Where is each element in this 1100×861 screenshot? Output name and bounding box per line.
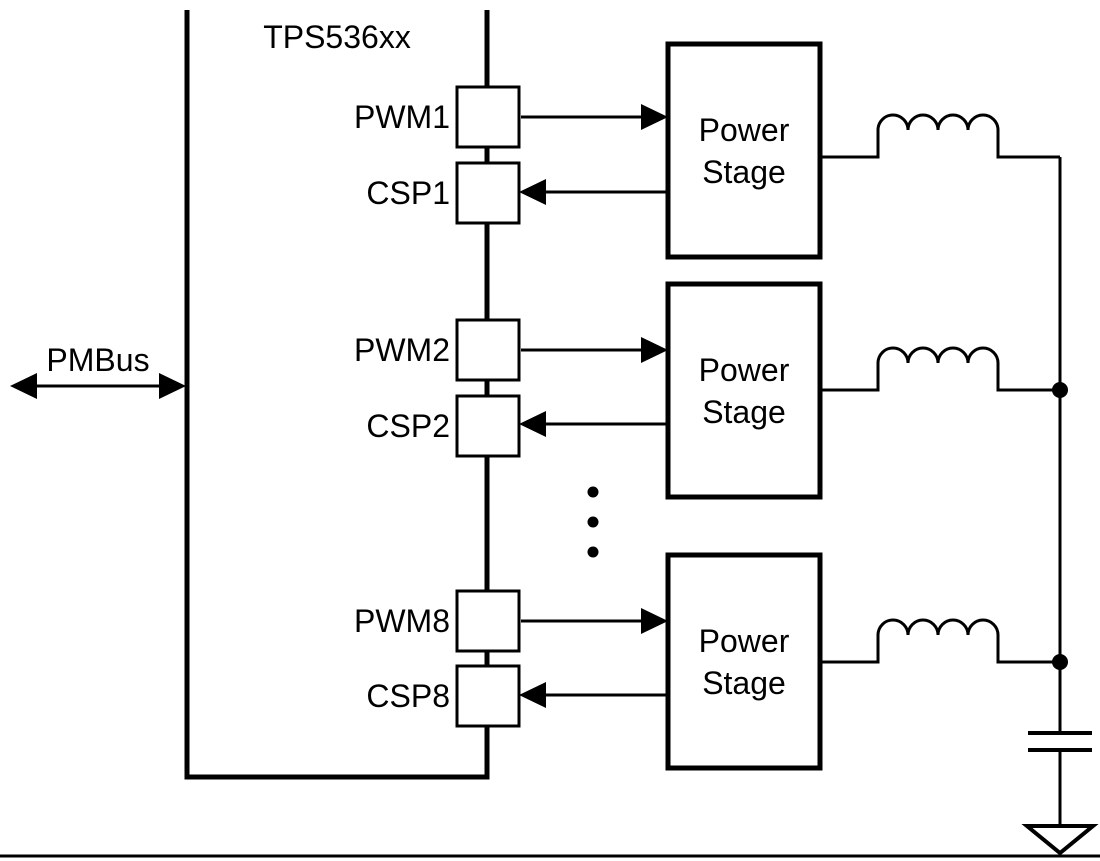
- power-stage-1-label-line1: Power: [699, 112, 790, 148]
- power-stage-3-label-line1: Power: [699, 623, 790, 659]
- ellipsis-dots-icon: [587, 486, 599, 558]
- channel-row-3: PWM8 CSP8 Power Stage: [354, 552, 1060, 771]
- power-stage-box-2: [665, 281, 823, 500]
- power-stage-3-label-line2: Stage: [702, 665, 786, 701]
- csp2-arrow-icon: [519, 411, 666, 437]
- pwm1-pin-box: [455, 85, 521, 149]
- power-stage-box-3: [665, 552, 823, 771]
- channel-row-1: PWM1 CSP1 Power Stage: [354, 41, 1060, 260]
- pwm2-arrow-icon: [521, 337, 668, 363]
- power-stage-2-label-line2: Stage: [702, 394, 786, 430]
- pwm1-arrow-icon: [521, 104, 668, 130]
- csp2-pin-box: [455, 394, 521, 458]
- csp1-pin-box: [455, 161, 521, 225]
- pmbus-label: PMBus: [46, 342, 149, 378]
- pwm2-pin-box: [455, 318, 521, 382]
- pwm1-label: PWM1: [354, 99, 450, 135]
- channel-row-2: PWM2 CSP2 Power Stage: [354, 281, 1060, 500]
- csp1-label: CSP1: [366, 175, 450, 211]
- csp8-pin-box: [455, 664, 521, 728]
- capacitor-icon: [1028, 731, 1092, 826]
- junction-dot-1: [1052, 382, 1068, 398]
- power-stage-1-label-line2: Stage: [702, 154, 786, 190]
- inductor-1-icon: [820, 113, 1060, 159]
- pwm8-label: PWM8: [354, 603, 450, 639]
- csp1-arrow-icon: [519, 179, 666, 205]
- inductor-3-icon: [820, 618, 1060, 664]
- power-stage-box-1: [665, 41, 823, 260]
- junction-dot-2: [1052, 654, 1068, 670]
- pwm2-label: PWM2: [354, 332, 450, 368]
- csp8-label: CSP8: [366, 678, 450, 714]
- inductor-2-icon: [820, 346, 1060, 392]
- pwm8-pin-box: [455, 589, 521, 653]
- pmbus-arrow-icon: [10, 373, 186, 399]
- power-stage-2-label-line1: Power: [699, 352, 790, 388]
- controller-title: TPS536xx: [263, 19, 411, 55]
- csp8-arrow-icon: [519, 682, 666, 708]
- csp2-label: CSP2: [366, 408, 450, 444]
- ground-icon: [1021, 824, 1099, 856]
- pwm8-arrow-icon: [521, 608, 668, 634]
